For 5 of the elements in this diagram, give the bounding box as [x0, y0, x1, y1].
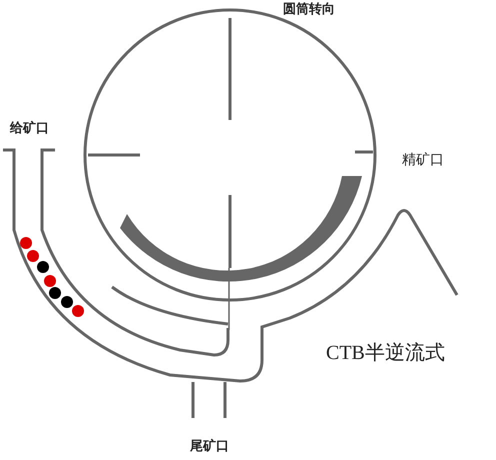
rotation-label: 圆筒转向: [283, 3, 335, 18]
concentrate-outlet-label: 精矿口: [402, 153, 444, 168]
tailings-outlet-label: 尾矿口: [190, 440, 229, 454]
caption-text: CTB半逆流式: [326, 342, 445, 364]
feed-inlet-label: 给矿口: [10, 122, 49, 136]
